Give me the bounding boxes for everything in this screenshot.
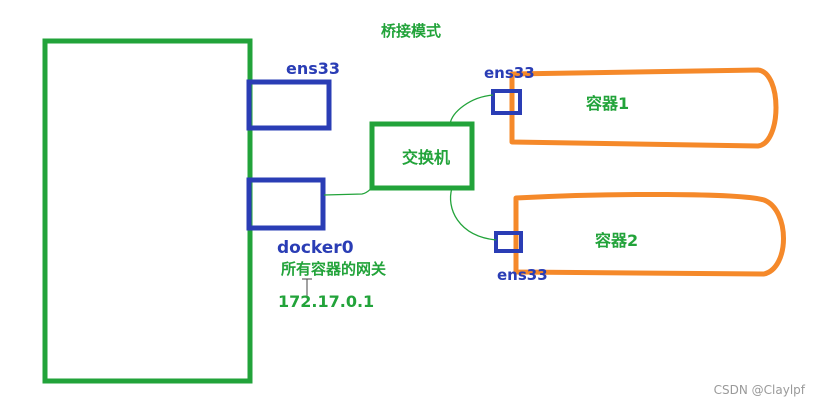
switch-label: 交换机 bbox=[402, 148, 451, 167]
gateway-ip: 172.17.0.1 bbox=[278, 292, 375, 311]
gateway-note: 所有容器的网关 bbox=[281, 260, 387, 278]
container-1-shape bbox=[509, 67, 779, 149]
host-box bbox=[42, 38, 253, 384]
container-2-shape bbox=[513, 191, 786, 277]
container-1-label: 容器1 bbox=[586, 94, 630, 113]
container-2-label: 容器2 bbox=[595, 231, 639, 250]
container-2-interface bbox=[494, 231, 523, 253]
docker0-interface bbox=[246, 177, 326, 231]
diagram-title: 桥接模式 bbox=[381, 22, 442, 40]
watermark: CSDN @Claylpf bbox=[713, 383, 805, 397]
ens33-host-interface bbox=[246, 79, 332, 131]
switch-box bbox=[369, 121, 475, 191]
link-switch-container-1 bbox=[449, 94, 494, 125]
container-1-interface bbox=[491, 89, 522, 115]
ens33-container-1-label: ens33 bbox=[484, 64, 535, 82]
ens33-container-2-label: ens33 bbox=[497, 266, 548, 284]
ens33-host-label: ens33 bbox=[286, 59, 341, 78]
link-docker0-switch bbox=[323, 186, 374, 196]
docker0-label: docker0 bbox=[277, 238, 354, 258]
link-switch-container-2 bbox=[449, 187, 497, 241]
